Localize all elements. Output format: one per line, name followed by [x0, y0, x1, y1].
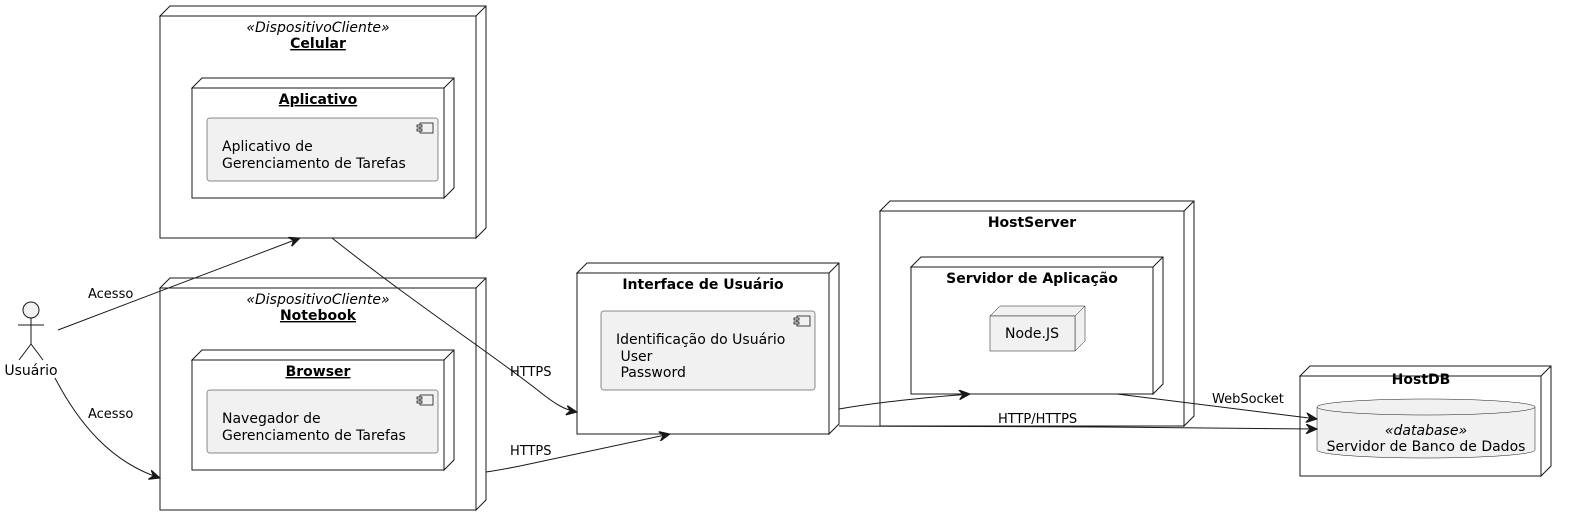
celular-stereotype: «DispositivoCliente» [246, 20, 389, 36]
edge-label-https-notebook: HTTPS [510, 444, 552, 459]
node-hostdb: HostDB «database» Servidor de Banco de D… [1298, 365, 1552, 478]
notebook-stereotype: «DispositivoCliente» [246, 292, 389, 308]
servidor-aplicacao-title: Servidor de Aplicação [946, 271, 1118, 287]
database-servidor-banco: «database» Servidor de Banco de Dados [1316, 398, 1536, 459]
node-servidor-aplicacao: Servidor de Aplicação Node.JS [909, 256, 1164, 396]
edge-websocket [1116, 393, 1317, 419]
node-nodejs: Node.JS [989, 305, 1086, 352]
nodejs-label: Node.JS [1005, 326, 1059, 342]
component-icon [416, 122, 434, 134]
node-aplicativo: Aplicativo Aplicativo de Gerenciamento d… [190, 77, 455, 200]
edge-acesso-notebook [54, 377, 160, 478]
notebook-title: Notebook [280, 308, 357, 324]
edge-interface-servidor [838, 394, 970, 410]
actor-head [22, 301, 40, 319]
component-line-3: Password [616, 365, 686, 381]
node-celular: «DispositivoCliente» Celular Aplicativo … [158, 5, 487, 240]
component-line-2: Gerenciamento de Tarefas [222, 156, 406, 172]
edge-label-acesso-celular: Acesso [88, 287, 133, 302]
celular-title: Celular [290, 36, 346, 52]
actor-label: Usuário [4, 363, 57, 379]
component-line-2: User [616, 349, 653, 365]
node-interface-usuario: Interface de Usuário Identificação do Us… [575, 262, 840, 436]
actor-usuario: Usuário [4, 301, 58, 379]
component-line-2: Gerenciamento de Tarefas [222, 428, 406, 444]
component-aplicativo: Aplicativo de Gerenciamento de Tarefas [206, 117, 439, 182]
edge-label-http-https: HTTP/HTTPS [998, 412, 1077, 427]
component-line-1: Identificação do Usuário [616, 332, 785, 348]
component-identificacao: Identificação do Usuário User Password [600, 310, 816, 391]
hostserver-title: HostServer [988, 215, 1076, 231]
edge-acesso-celular [57, 238, 300, 331]
component-line-1: Navegador de [222, 411, 321, 427]
interface-title: Interface de Usuário [622, 277, 784, 293]
component-line-1: Aplicativo de [222, 139, 313, 155]
node-browser: Browser Navegador de Gerenciamento de Ta… [190, 349, 455, 472]
edge-label-acesso-notebook: Acesso [88, 407, 133, 422]
edge-https-celular [331, 237, 577, 412]
edge-label-https-celular: HTTPS [510, 365, 552, 380]
component-navegador: Navegador de Gerenciamento de Tarefas [206, 389, 439, 454]
hostdb-title: HostDB [1392, 372, 1451, 388]
aplicativo-title: Aplicativo [279, 92, 358, 108]
component-icon [416, 394, 434, 406]
actor-leg-right [30, 343, 44, 361]
edge-label-websocket: WebSocket [1212, 392, 1284, 407]
edge-https-notebook [485, 434, 670, 473]
actor-leg-left [18, 343, 32, 361]
database-stereotype: «database» [1385, 423, 1467, 439]
component-icon [793, 315, 811, 327]
node-notebook: «DispositivoCliente» Notebook Browser Na… [158, 277, 487, 512]
browser-title: Browser [286, 364, 351, 380]
edge-http-https [838, 426, 1317, 429]
node-hostserver: HostServer Servidor de Aplicação Node.JS [878, 200, 1195, 428]
edges: Acesso Acesso HTTPS HTTPS WebSocket HTTP… [54, 237, 1317, 478]
database-label: Servidor de Banco de Dados [1327, 439, 1526, 455]
